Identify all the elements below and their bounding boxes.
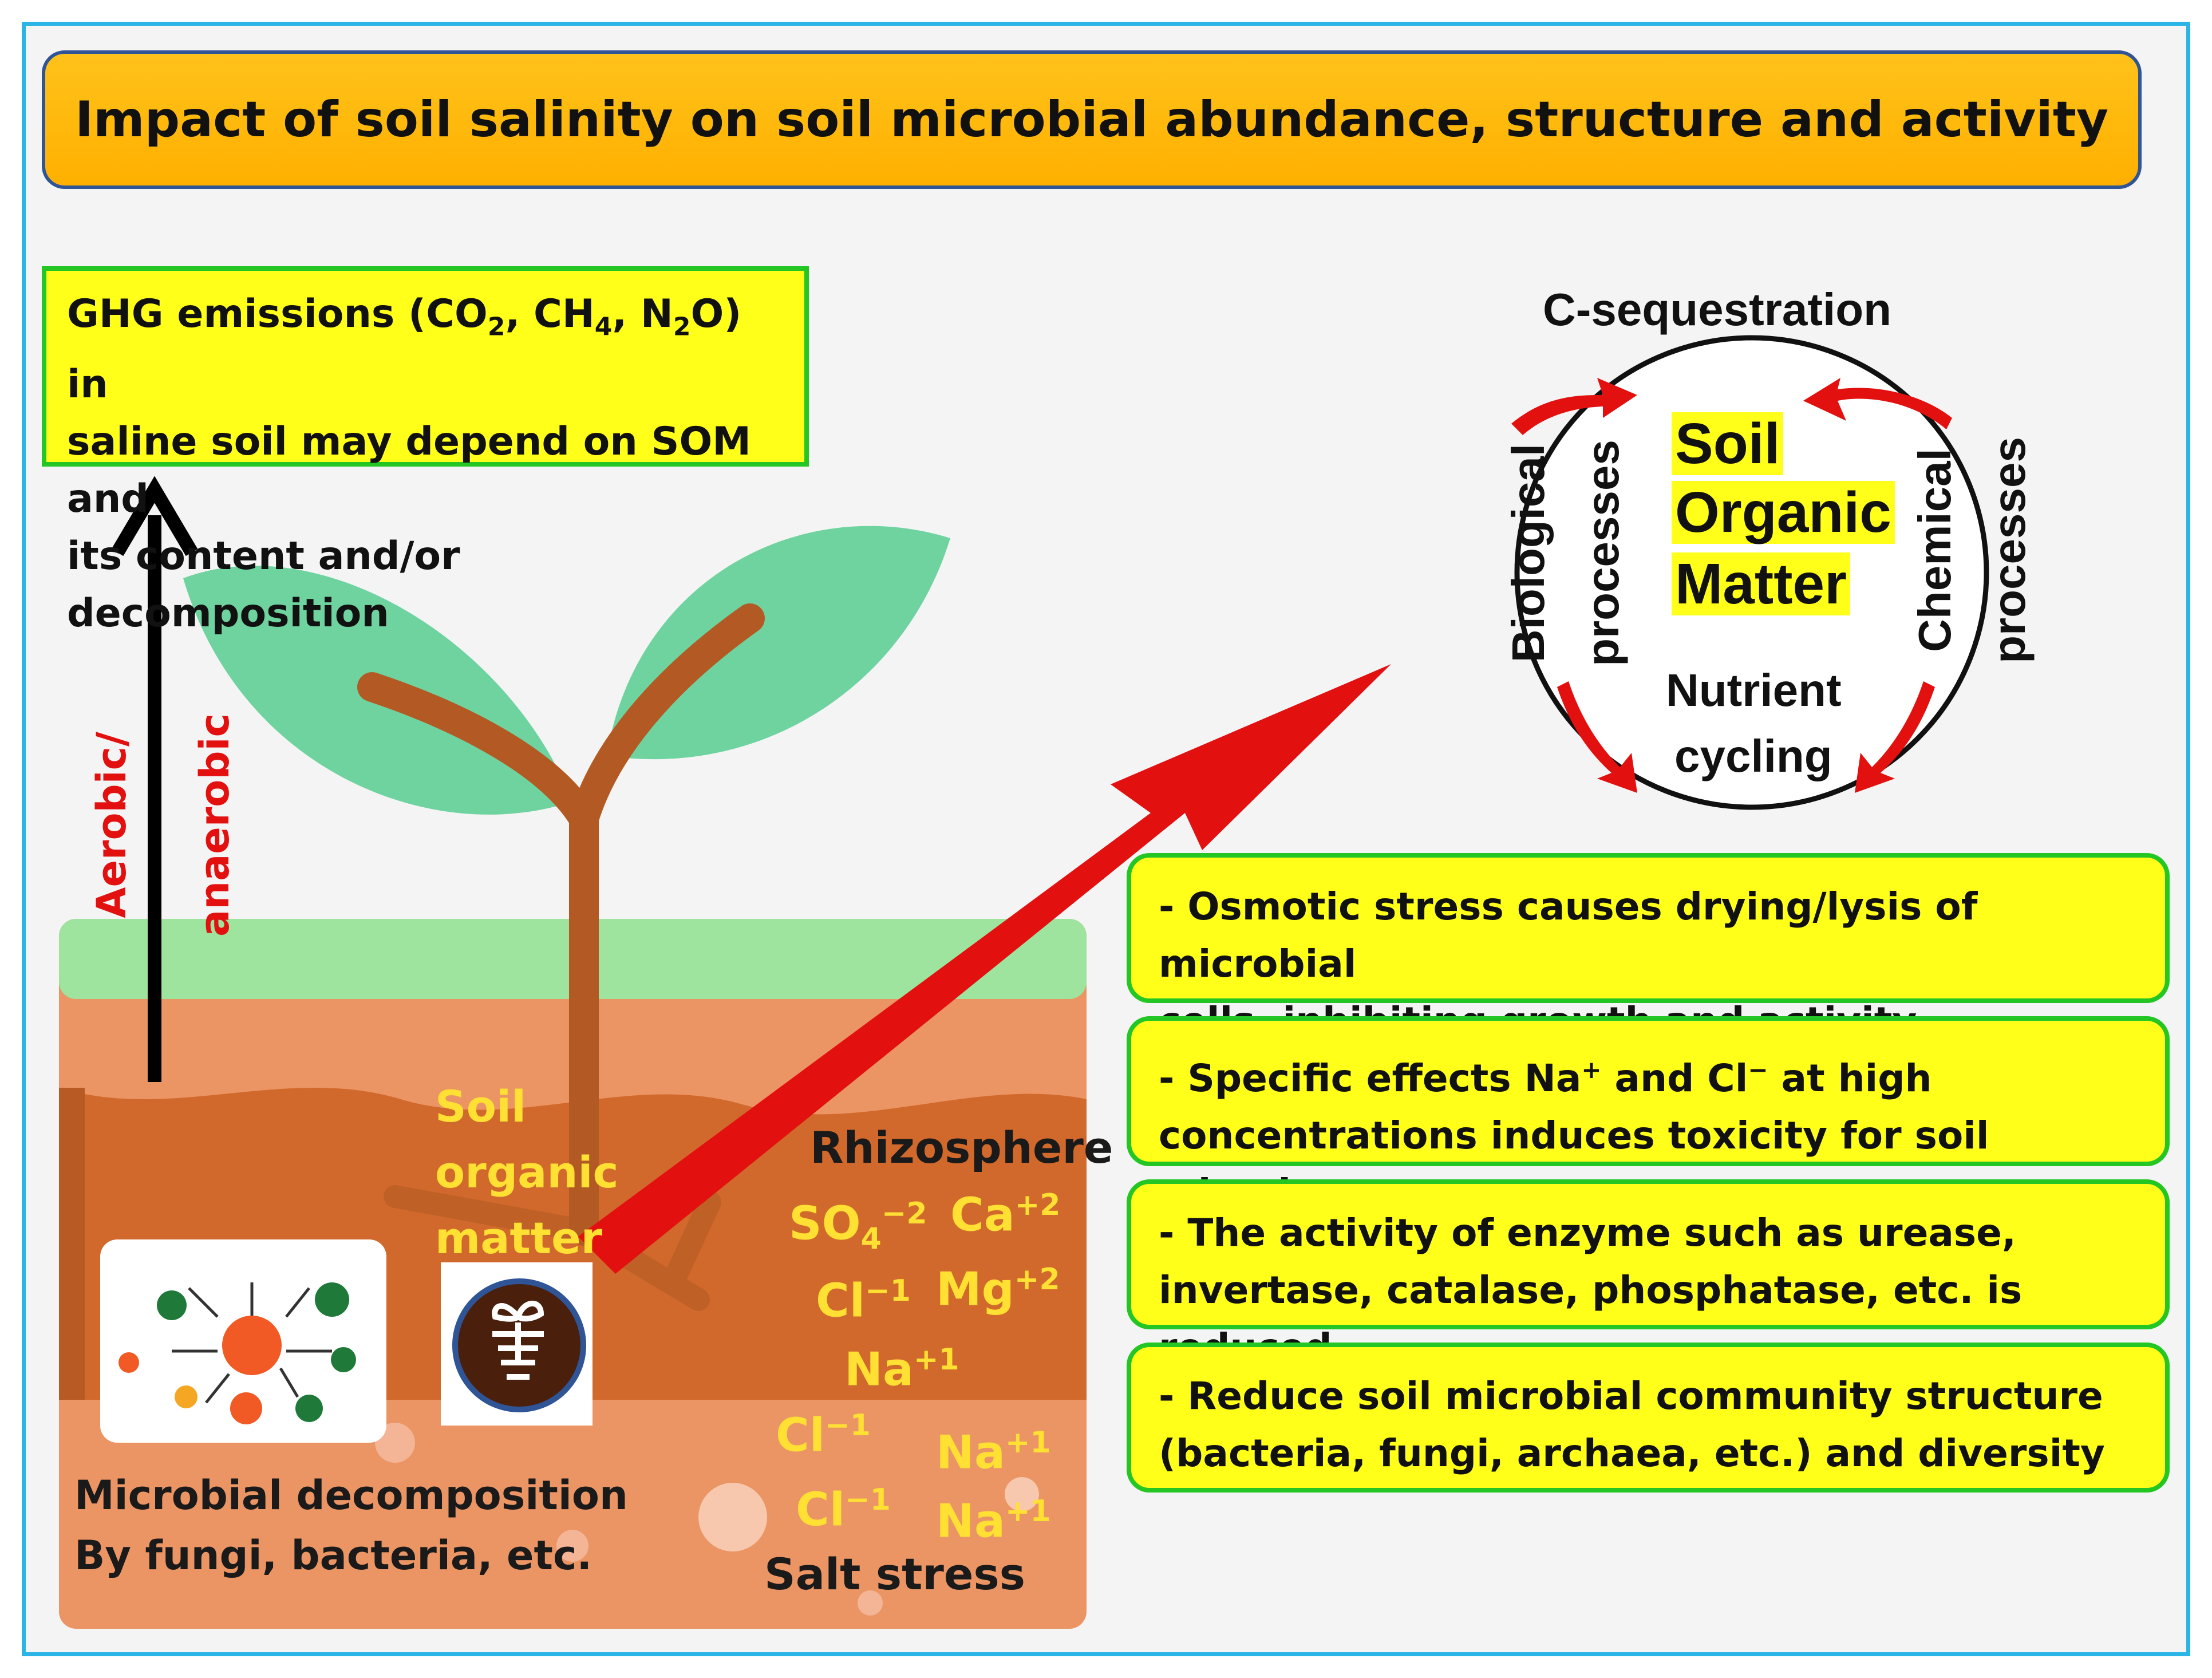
- effect-enzyme-activity: - The activity of enzyme such as urease,…: [1127, 1179, 2170, 1369]
- cycling-label: cycling: [1674, 731, 1832, 781]
- effect-specific-ions: - Specific effects Na+ and Cl− at high c…: [1127, 1016, 2170, 1215]
- cycle-arrow-top-left: [1511, 378, 1637, 435]
- ion-na-2: Na+1: [936, 1426, 1051, 1479]
- microbes-panel: [100, 1239, 386, 1443]
- salt-stress-label: Salt stress: [764, 1549, 1025, 1600]
- som-icon: [441, 1262, 592, 1426]
- effect-4-line-1: - Reduce soil microbial community struct…: [1159, 1374, 2103, 1418]
- chemical-label: Chemical: [1909, 448, 1960, 652]
- ghg-line-3: its content and/or decomposition: [67, 533, 460, 636]
- biological-label: Biological: [1503, 443, 1554, 663]
- figure-title: Impact of soil salinity on soil microbia…: [74, 91, 2109, 148]
- effect-1-line-1: - Osmotic stress causes drying/lysis of …: [1159, 885, 1978, 986]
- effect-3-line-1: - The activity of enzyme such as urease,: [1159, 1211, 2016, 1255]
- ghg-line-2: saline soil may depend on SOM and: [67, 418, 751, 522]
- cycle-arrow-bottom-right: [1855, 681, 1935, 793]
- seedling: [183, 526, 950, 1311]
- microbial-line-1: Microbial decomposition: [74, 1472, 628, 1519]
- rhizosphere-label: Rhizosphere: [810, 1122, 1113, 1173]
- chemical-processes-label: processes: [1984, 437, 2035, 664]
- ghg-line-1: GHG emissions (CO2, CH4, N2O) in: [67, 291, 742, 407]
- soil-organic-matter-label: Soil organic matter: [435, 1073, 619, 1271]
- aerobic-label: Aerobic/: [88, 732, 135, 918]
- c-sequestration-label: C-sequestration: [1543, 284, 1891, 335]
- ion-so4: SO4−2: [789, 1197, 927, 1257]
- effect-community-structure: - Reduce soil microbial community struct…: [1127, 1343, 2170, 1493]
- effect-4-line-2: (bacteria, fungi, archaea, etc.) and div…: [1159, 1431, 2105, 1475]
- som-line-2: organic: [435, 1147, 619, 1198]
- microbial-line-2: By fungi, bacteria, etc.: [74, 1532, 592, 1579]
- title-banner: Impact of soil salinity on soil microbia…: [42, 50, 2142, 189]
- ion-ca: Ca+2: [950, 1188, 1061, 1242]
- ion-mg: Mg+2: [936, 1262, 1060, 1316]
- ion-cl-2: Cl−1: [776, 1408, 871, 1462]
- nutrient-label: Nutrient: [1666, 665, 1842, 716]
- effect-2-line-1: - Specific effects Na+ and Cl− at high: [1159, 1056, 1932, 1100]
- cycle-arrow-bottom-left: [1557, 681, 1637, 793]
- biological-processes-label: processes: [1577, 440, 1628, 666]
- ion-na-1: Na+1: [844, 1343, 959, 1396]
- ion-cl-1: Cl−1: [816, 1274, 911, 1328]
- som-line-3: matter: [435, 1213, 603, 1264]
- som-line-1: Soil: [435, 1081, 527, 1132]
- cycle-arrow-top-right: [1803, 378, 1952, 429]
- som-center-line-3: Matter: [1672, 552, 1851, 615]
- ion-cl-3: Cl−1: [796, 1483, 891, 1537]
- som-center-line-2: Organic: [1672, 481, 1895, 544]
- right-leaf: [607, 526, 950, 760]
- ion-na-3: Na+1: [936, 1494, 1051, 1548]
- aerobic-arrow: [111, 476, 198, 1082]
- big-red-arrow: [578, 664, 1391, 1274]
- som-center-line-1: Soil: [1672, 412, 1784, 475]
- effect-osmotic-stress: - Osmotic stress causes drying/lysis of …: [1127, 853, 2170, 1043]
- ghg-emissions-box: GHG emissions (CO2, CH4, N2O) in saline …: [42, 266, 809, 636]
- anaerobic-label: anaerobic: [191, 713, 238, 937]
- microbial-decomposition-label: Microbial decomposition By fungi, bacter…: [74, 1466, 628, 1586]
